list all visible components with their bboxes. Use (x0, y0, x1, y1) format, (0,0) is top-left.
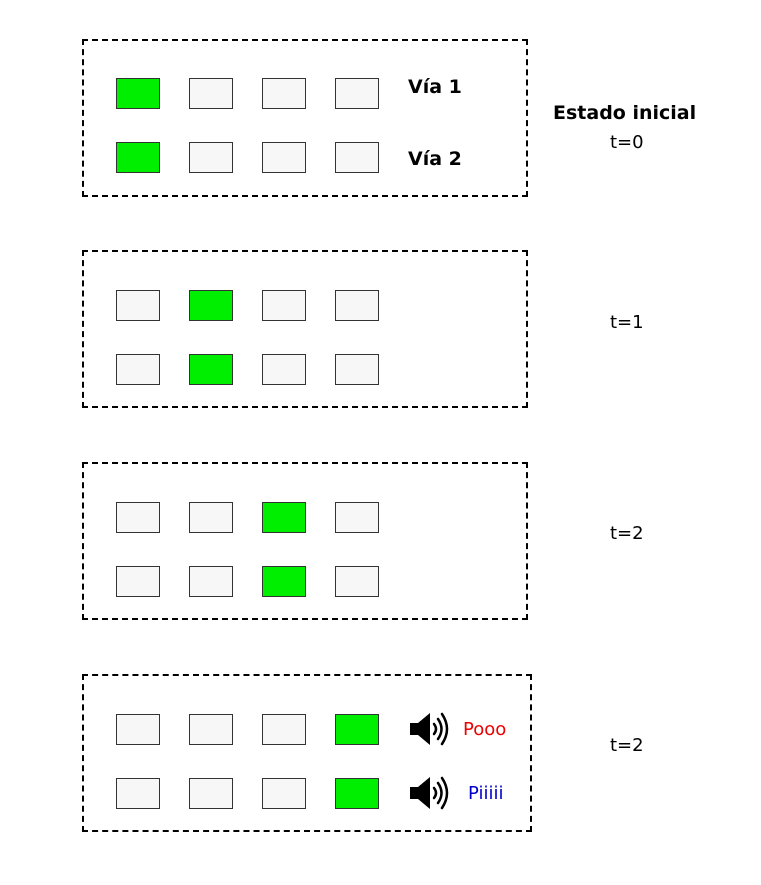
lane-2-cell-4 (335, 142, 379, 173)
lane-2-cell-3 (262, 354, 306, 385)
time-label-step-1: t=0 (610, 132, 644, 153)
lane-1-cell-1 (116, 290, 160, 321)
lane-2-cell-2 (189, 142, 233, 173)
lane-2-sound-text: Piiiii (468, 783, 504, 804)
lane-1-cell-1 (116, 714, 160, 745)
lane-1-cell-2 (189, 290, 233, 321)
lane-1-cell-4 (335, 78, 379, 109)
lane-2-cell-1 (116, 354, 160, 385)
state-panel-t1 (82, 250, 528, 408)
lane-1-cell-2 (189, 502, 233, 533)
lane-1-cell-4 (335, 714, 379, 745)
lane-1-cell-1 (116, 78, 160, 109)
lane-2-cell-2 (189, 778, 233, 809)
time-label-step-4: t=2 (610, 735, 644, 756)
speaker-icon (410, 712, 449, 746)
lane-2-cell-3 (262, 778, 306, 809)
lane-1-cell-1 (116, 502, 160, 533)
lane-2-cell-2 (189, 566, 233, 597)
lane-1-label: Vía 1 (408, 76, 462, 98)
state-panel-t0 (82, 39, 528, 197)
lane-1-cell-4 (335, 290, 379, 321)
lane-2-cell-1 (116, 566, 160, 597)
time-label-step-2: t=1 (610, 312, 644, 333)
lane-1-cell-3 (262, 78, 306, 109)
lane-1-cell-3 (262, 290, 306, 321)
lane-1-cell-3 (262, 714, 306, 745)
lane-2-cell-1 (116, 778, 160, 809)
lane-2-cell-3 (262, 566, 306, 597)
lane-1-cell-3 (262, 502, 306, 533)
lane-2-cell-4 (335, 566, 379, 597)
lane-2-cell-3 (262, 142, 306, 173)
lane-2-cell-2 (189, 354, 233, 385)
lane-2-cell-1 (116, 142, 160, 173)
speaker-icon (410, 776, 449, 810)
state-panel-t2-sound (82, 674, 532, 832)
lane-1-sound-text: Pooo (463, 719, 507, 740)
initial-state-title: Estado inicial (553, 102, 697, 124)
lane-1-cell-2 (189, 78, 233, 109)
lane-1-cell-4 (335, 502, 379, 533)
lane-2-cell-4 (335, 354, 379, 385)
lane-1-cell-2 (189, 714, 233, 745)
state-panel-t2 (82, 462, 528, 620)
lane-2-label: Vía 2 (408, 148, 462, 170)
time-label-step-3: t=2 (610, 523, 644, 544)
lane-2-cell-4 (335, 778, 379, 809)
